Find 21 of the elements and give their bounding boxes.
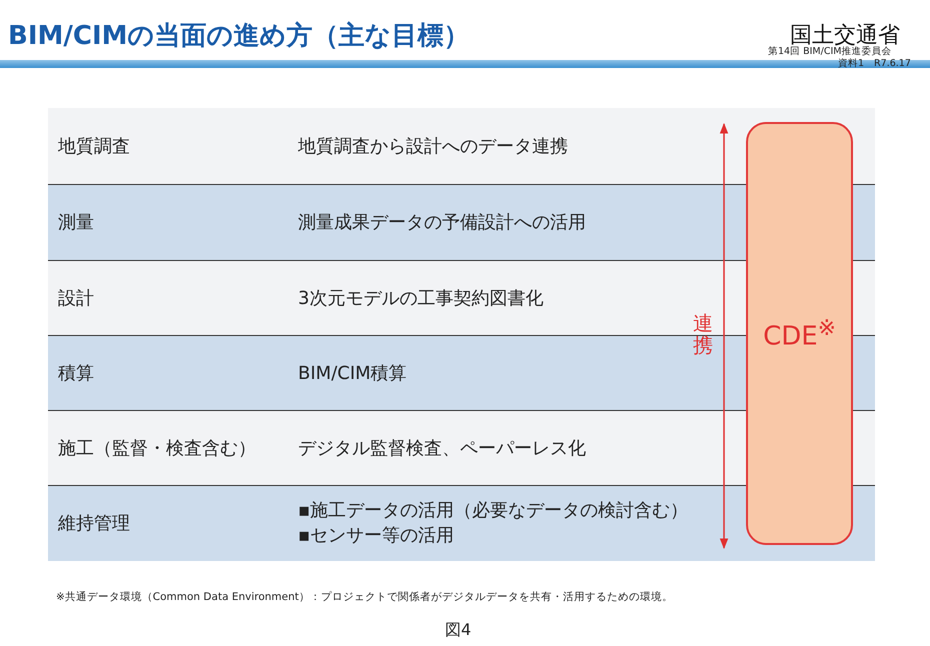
row-heading: 地質調査 bbox=[58, 135, 130, 158]
row-heading: 設計 bbox=[58, 286, 94, 310]
bullet-item: ▪センサー等の活用 bbox=[298, 524, 454, 546]
goal-text: 地質調査から設計へのデータ連携 bbox=[298, 135, 568, 158]
row-heading: 測量 bbox=[58, 211, 94, 234]
footnote: ※共通データ環境（Common Data Environment）：プロジェクトで関係者がデジタルデータを共有・活用するための環境。 bbox=[56, 590, 673, 604]
goal-text: デジタル監督検査、ペーパーレス化 bbox=[298, 436, 586, 460]
arrow-label: 連携 bbox=[692, 312, 714, 356]
row-heading: 維持管理 bbox=[58, 512, 130, 534]
node-text: CDE$^{※}$ bbox=[763, 316, 836, 352]
page-title: BIM/CIMの当面の進め方（主な目標） bbox=[8, 20, 470, 53]
figure-caption: 図4 bbox=[445, 620, 472, 641]
cde-box bbox=[746, 122, 853, 545]
goal-text: BIM/CIM積算 bbox=[298, 362, 407, 384]
goal-text: 3次元モデルの工事契約図書化 bbox=[298, 286, 544, 310]
meeting-note: 第14回 BIM/CIM推進委員会 bbox=[768, 46, 892, 58]
goal-text: 測量成果データの予備設計への活用 bbox=[298, 211, 586, 234]
bullet-item: ▪施工データの活用（必要なデータの検討含む） bbox=[298, 498, 688, 522]
row-heading: 積算 bbox=[58, 362, 94, 384]
document-note: 資料1 R7.6.17 bbox=[838, 57, 911, 70]
row-heading: 施工（監督・検査含む） bbox=[58, 436, 256, 460]
